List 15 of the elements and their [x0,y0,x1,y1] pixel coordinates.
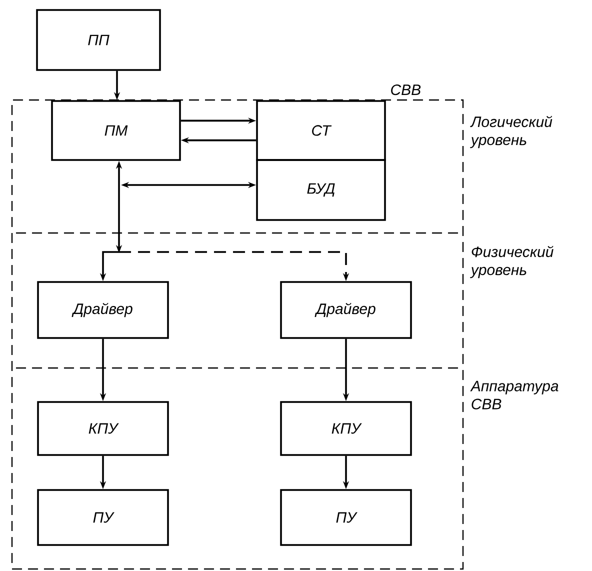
process-box: ПУ [37,489,169,546]
process-box: Драйвер [280,281,412,339]
process-box: ПМ [51,100,181,161]
process-box: КПУ [280,401,412,456]
frame-title: СВВ [391,84,421,96]
process-box: СТ [256,100,386,161]
dashed-frame [11,99,464,570]
process-box: КПУ [37,401,169,456]
level-label: Аппаратура СВВ [470,380,558,410]
process-box: ПП [36,9,161,71]
process-box: Драйвер [37,281,169,339]
process-box: ПУ [280,489,412,546]
level-label: Физический уровень [470,246,554,278]
level-label: Логический уровень [470,116,552,148]
process-box: БУД [256,159,386,221]
